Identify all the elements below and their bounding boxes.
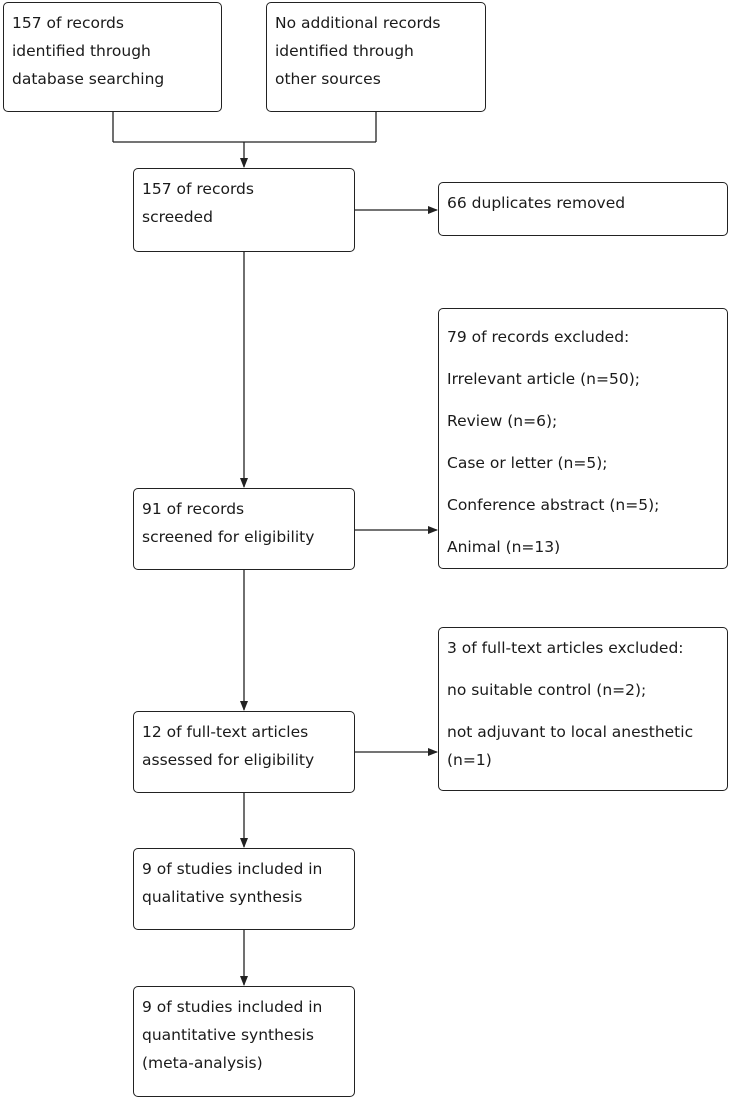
box-text-line: No additional records <box>275 14 441 32</box>
box-text-line: assessed for eligibility <box>142 751 315 769</box>
box-text-line: Conference abstract (n=5); <box>447 496 660 514</box>
qualitative-synthesis-box: 9 of studies included in qualitative syn… <box>133 848 355 930</box>
box-text-line: Animal (n=13) <box>447 538 561 556</box>
box-text-line: 9 of studies included in <box>142 860 323 878</box>
records-excluded-box: 79 of records excluded: Irrelevant artic… <box>438 308 728 569</box>
box-text-line: Review (n=6); <box>447 412 558 430</box>
box-text-line: 79 of records excluded: <box>447 328 630 346</box>
box-text-line: 3 of full-text articles excluded: <box>447 639 684 657</box>
box-text-line: identified through <box>12 42 151 60</box>
quantitative-synthesis-box: 9 of studies included in quantitative sy… <box>133 986 355 1097</box>
box-text-line: quantitative synthesis <box>142 1026 314 1044</box>
box-text-line: screened for eligibility <box>142 528 315 546</box>
screened-eligibility-box: 91 of records screened for eligibility <box>133 488 355 570</box>
box-text-line: screeded <box>142 208 213 226</box>
box-text-line: 12 of full-text articles <box>142 723 309 741</box>
duplicates-removed-box: 66 duplicates removed <box>438 182 728 236</box>
box-text-line: 66 duplicates removed <box>447 194 626 212</box>
box-text-line: 91 of records <box>142 500 245 518</box>
box-text-line: identified through <box>275 42 414 60</box>
box-text-line: 157 of records <box>142 180 254 198</box>
spacer <box>447 662 727 676</box>
records-screened-box: 157 of records screeded <box>133 168 355 252</box>
fulltext-assessed-box: 12 of full-text articles assessed for el… <box>133 711 355 793</box>
fulltext-excluded-box: 3 of full-text articles excluded: no sui… <box>438 627 728 791</box>
box-text-line: 9 of studies included in <box>142 998 323 1016</box>
additional-records-box: No additional records identified through… <box>266 2 486 112</box>
box-text-line: not adjuvant to local anesthetic <box>447 723 694 741</box>
box-text-line: database searching <box>12 70 165 88</box>
records-identified-box: 157 of records identified through databa… <box>3 2 222 112</box>
box-text-line: (n=1) <box>447 751 492 769</box>
box-text-line: (meta-analysis) <box>142 1054 263 1072</box>
box-text-line: other sources <box>275 70 381 88</box>
box-text-line: Irrelevant article (n=50); <box>447 370 640 388</box>
box-text-line: qualitative synthesis <box>142 888 303 906</box>
box-text-line: Case or letter (n=5); <box>447 454 608 472</box>
box-text-line: 157 of records <box>12 14 124 32</box>
spacer <box>447 704 727 718</box>
box-text-line: no suitable control (n=2); <box>447 681 647 699</box>
